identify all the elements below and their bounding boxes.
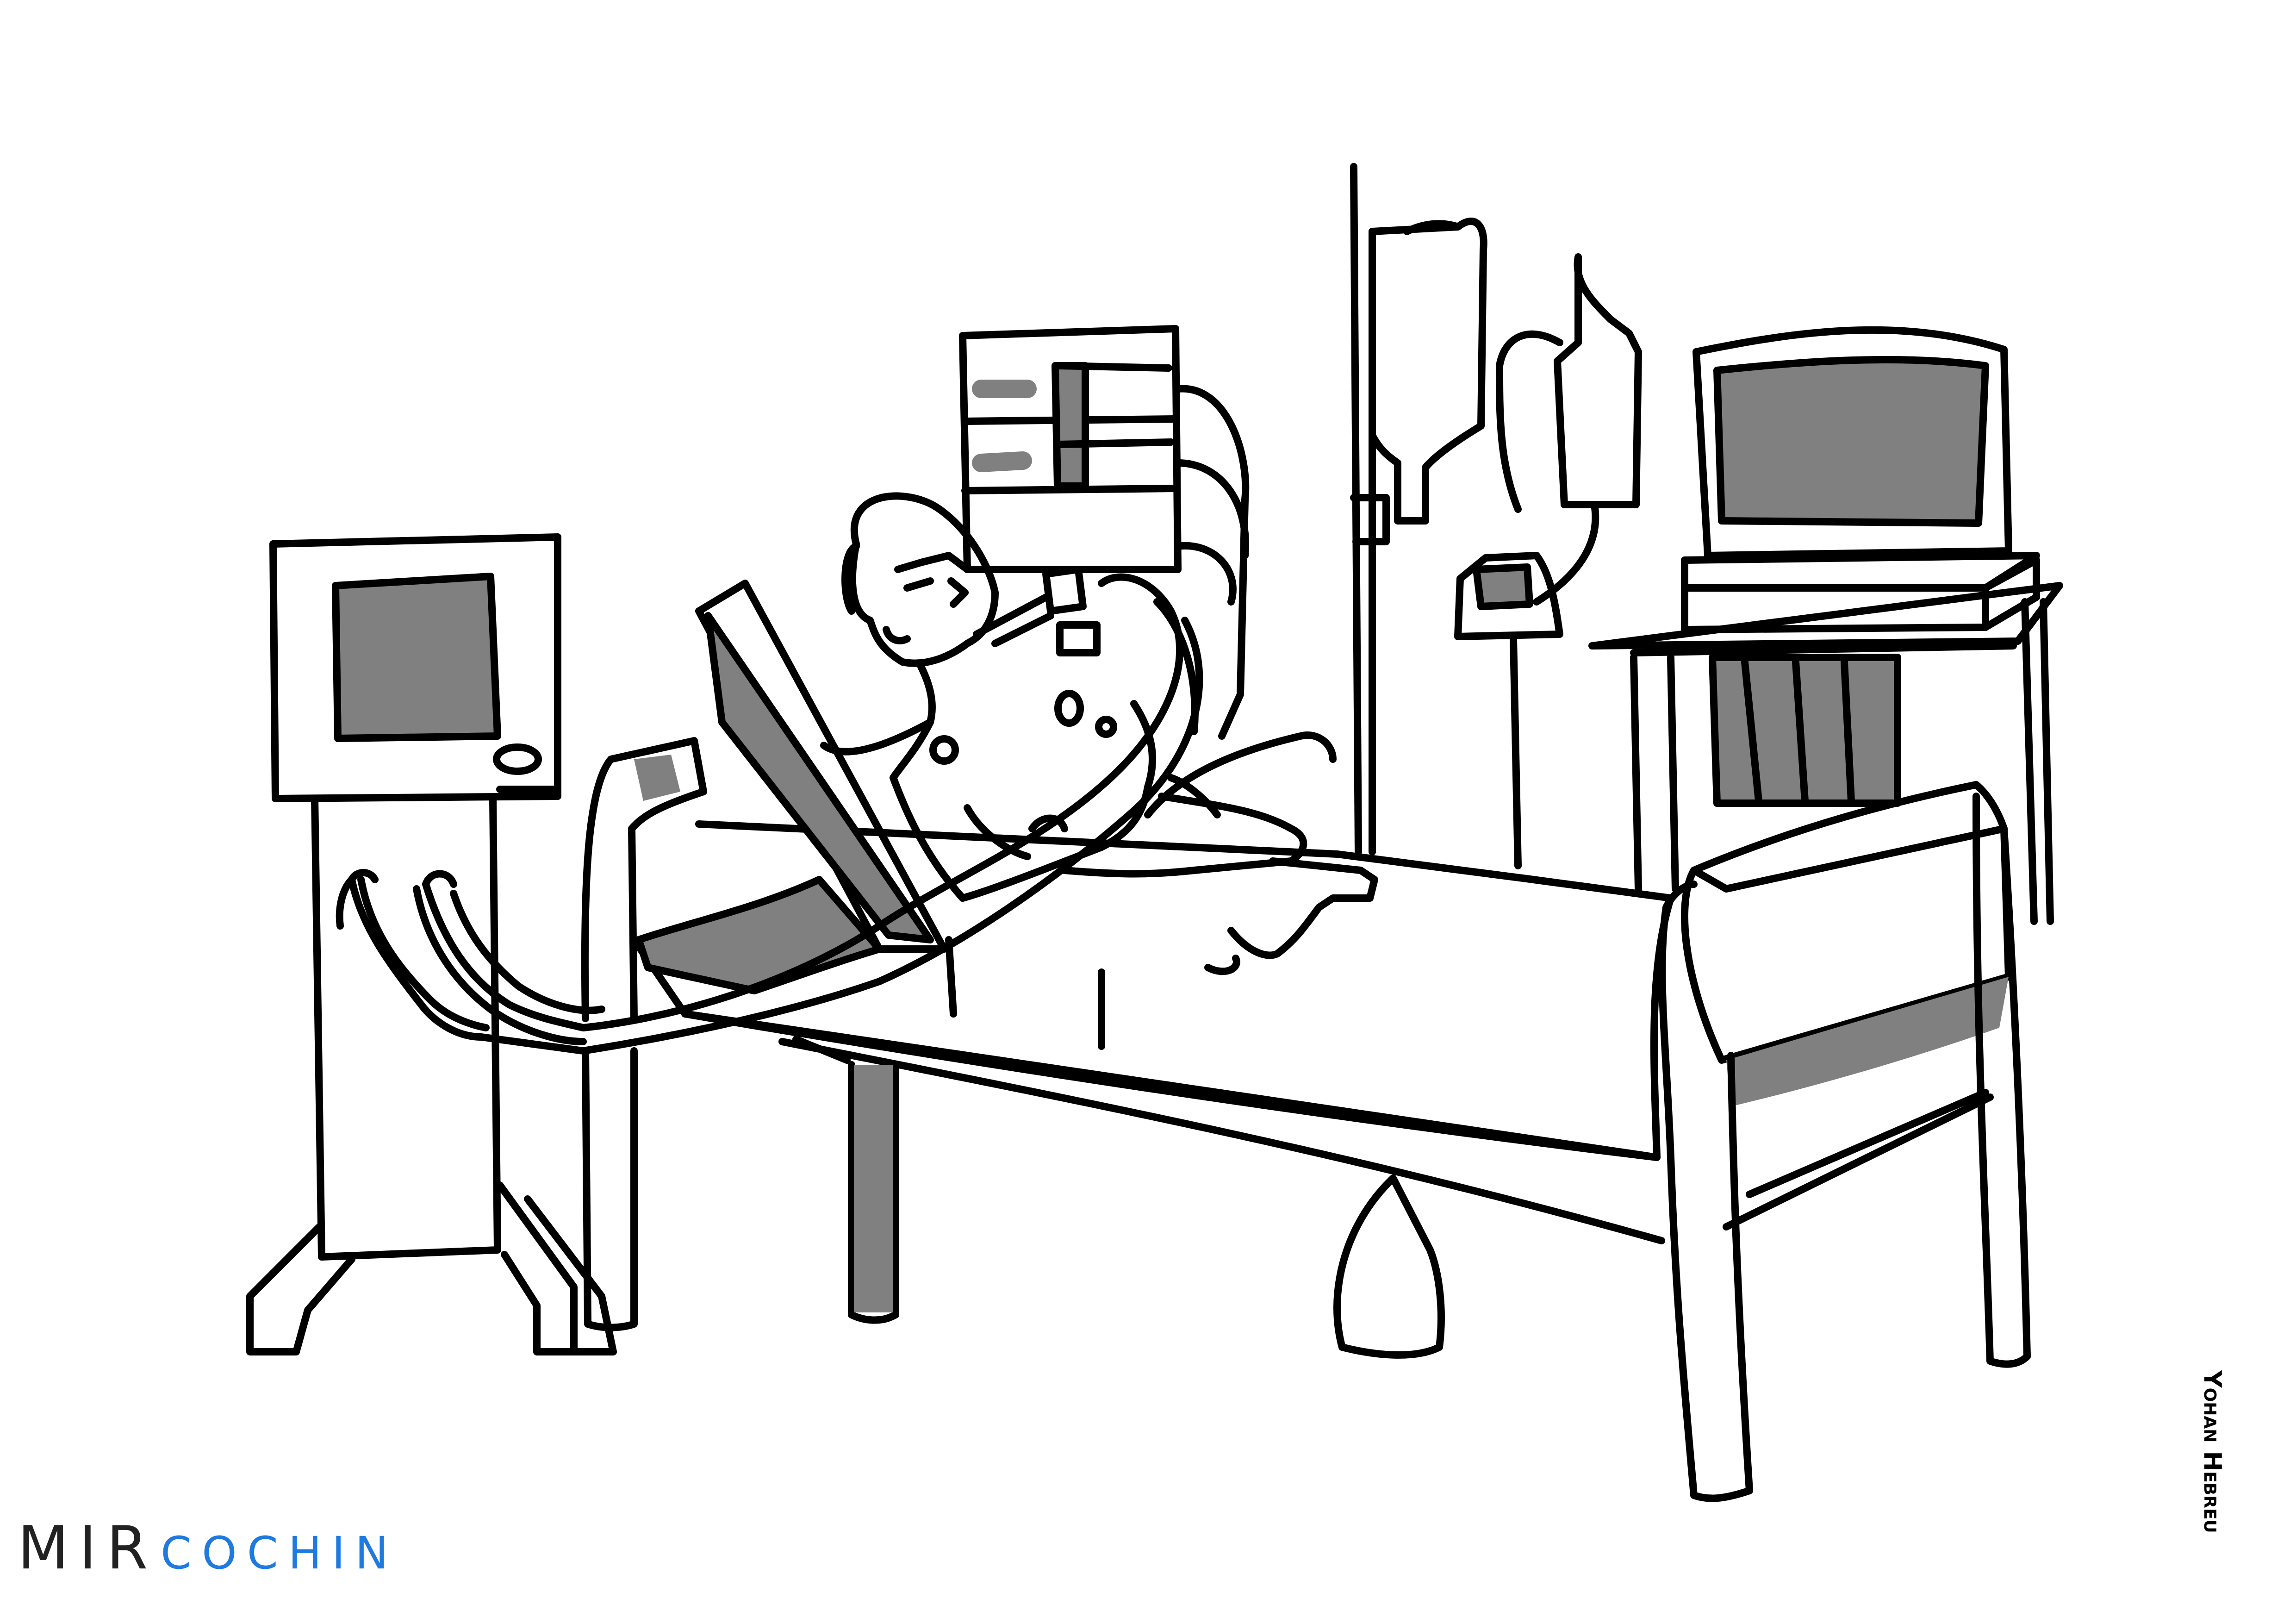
ventilator-knob: [493, 743, 542, 775]
patient: [820, 492, 1378, 975]
iv-bag: [1369, 218, 1487, 525]
drainage-bag: [1333, 1174, 1445, 1359]
ventilator-tubing: [336, 573, 1203, 1331]
device-tower: [959, 325, 1250, 740]
patient-arm: [1061, 793, 1307, 878]
patient-body: [890, 663, 1156, 902]
infusion-pump: [1454, 253, 1642, 869]
ventilator-stand: [311, 795, 501, 1261]
bed-footboard: [1690, 781, 2008, 893]
ventilator-screen: [332, 573, 501, 742]
monitor-screen: [1713, 356, 1989, 527]
brand-logo-primary: MIR: [18, 1514, 158, 1583]
monitor-cart: [1588, 326, 2063, 925]
ventilator-monitor: [246, 533, 617, 1355]
artist-signature: Yohan Hebreu: [2198, 1370, 2226, 1533]
brand-logo: MIRCOCHIN: [18, 1514, 398, 1583]
bed-leg-left: [848, 1061, 899, 1324]
brand-logo-secondary: COCHIN: [161, 1527, 399, 1579]
iv-pole: [1350, 163, 1487, 856]
